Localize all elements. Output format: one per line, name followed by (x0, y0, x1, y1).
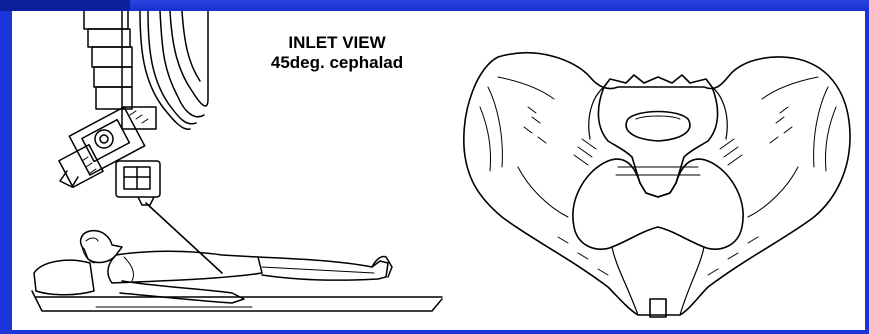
pelvis-outline (464, 53, 850, 315)
title-line-2: 45deg. cephalad (252, 53, 422, 73)
slide-top-band (0, 0, 869, 11)
xray-column (84, 11, 208, 129)
sacrum-outline (598, 75, 717, 197)
view-title: INLET VIEW 45deg. cephalad (252, 33, 422, 73)
supine-patient (32, 231, 442, 311)
pelvis-illustration (458, 47, 858, 327)
central-ray-line (146, 203, 222, 273)
title-line-1: INLET VIEW (252, 33, 422, 53)
content-panel: INLET VIEW 45deg. cephalad (12, 11, 865, 330)
xray-tube-head (59, 107, 160, 205)
bone-hatching (480, 77, 836, 275)
slide-corner-block (0, 0, 130, 11)
pelvic-inlet (573, 159, 743, 249)
